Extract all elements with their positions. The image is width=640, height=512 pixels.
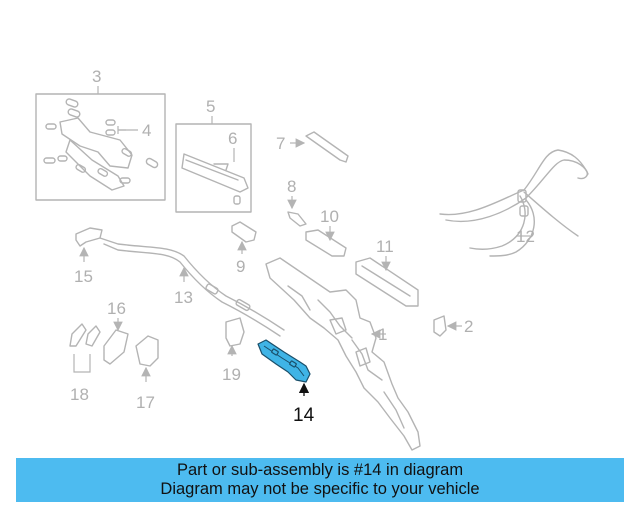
info-banner: Part or sub-assembly is #14 in diagram D… (16, 458, 624, 502)
callout-2: 2 (464, 317, 473, 336)
part-18 (69, 323, 101, 373)
part-1-bracket (265, 257, 421, 451)
callout-8: 8 (287, 177, 296, 196)
callout-6: 6 (228, 129, 237, 148)
callout-3: 3 (92, 67, 101, 86)
callout-7: 7 (276, 134, 285, 153)
part-9 (231, 221, 257, 243)
part-13-cable (99, 237, 285, 337)
part-16 (103, 329, 129, 365)
callout-10: 10 (320, 207, 339, 226)
callout-19: 19 (222, 365, 241, 384)
part-12-harness (439, 149, 589, 257)
callout-9: 9 (236, 257, 245, 276)
part-2 (433, 315, 447, 337)
part-19 (225, 317, 245, 347)
part-5-box (175, 116, 252, 213)
part-10 (305, 229, 347, 257)
callout-1: 1 (378, 325, 387, 344)
callout-11: 11 (376, 237, 394, 256)
part-14-highlighted[interactable] (257, 339, 311, 383)
part-17 (135, 335, 159, 367)
callout-17: 17 (136, 393, 155, 412)
callout-18: 18 (70, 385, 89, 404)
callout-13: 13 (174, 288, 193, 307)
banner-line-1: Part or sub-assembly is #14 in diagram (176, 461, 464, 479)
part-7 (305, 131, 349, 163)
callout-14: 14 (293, 405, 315, 426)
part-15 (75, 227, 103, 247)
callout-5: 5 (206, 97, 215, 116)
callout-4: 4 (142, 121, 151, 140)
part-11 (355, 257, 419, 307)
callout-12: 12 (516, 227, 535, 246)
callout-16: 16 (107, 299, 126, 318)
banner-line-2: Diagram may not be specific to your vehi… (160, 480, 480, 498)
part-3-box (35, 86, 166, 201)
callout-15: 15 (74, 267, 93, 286)
part-8 (287, 211, 307, 227)
